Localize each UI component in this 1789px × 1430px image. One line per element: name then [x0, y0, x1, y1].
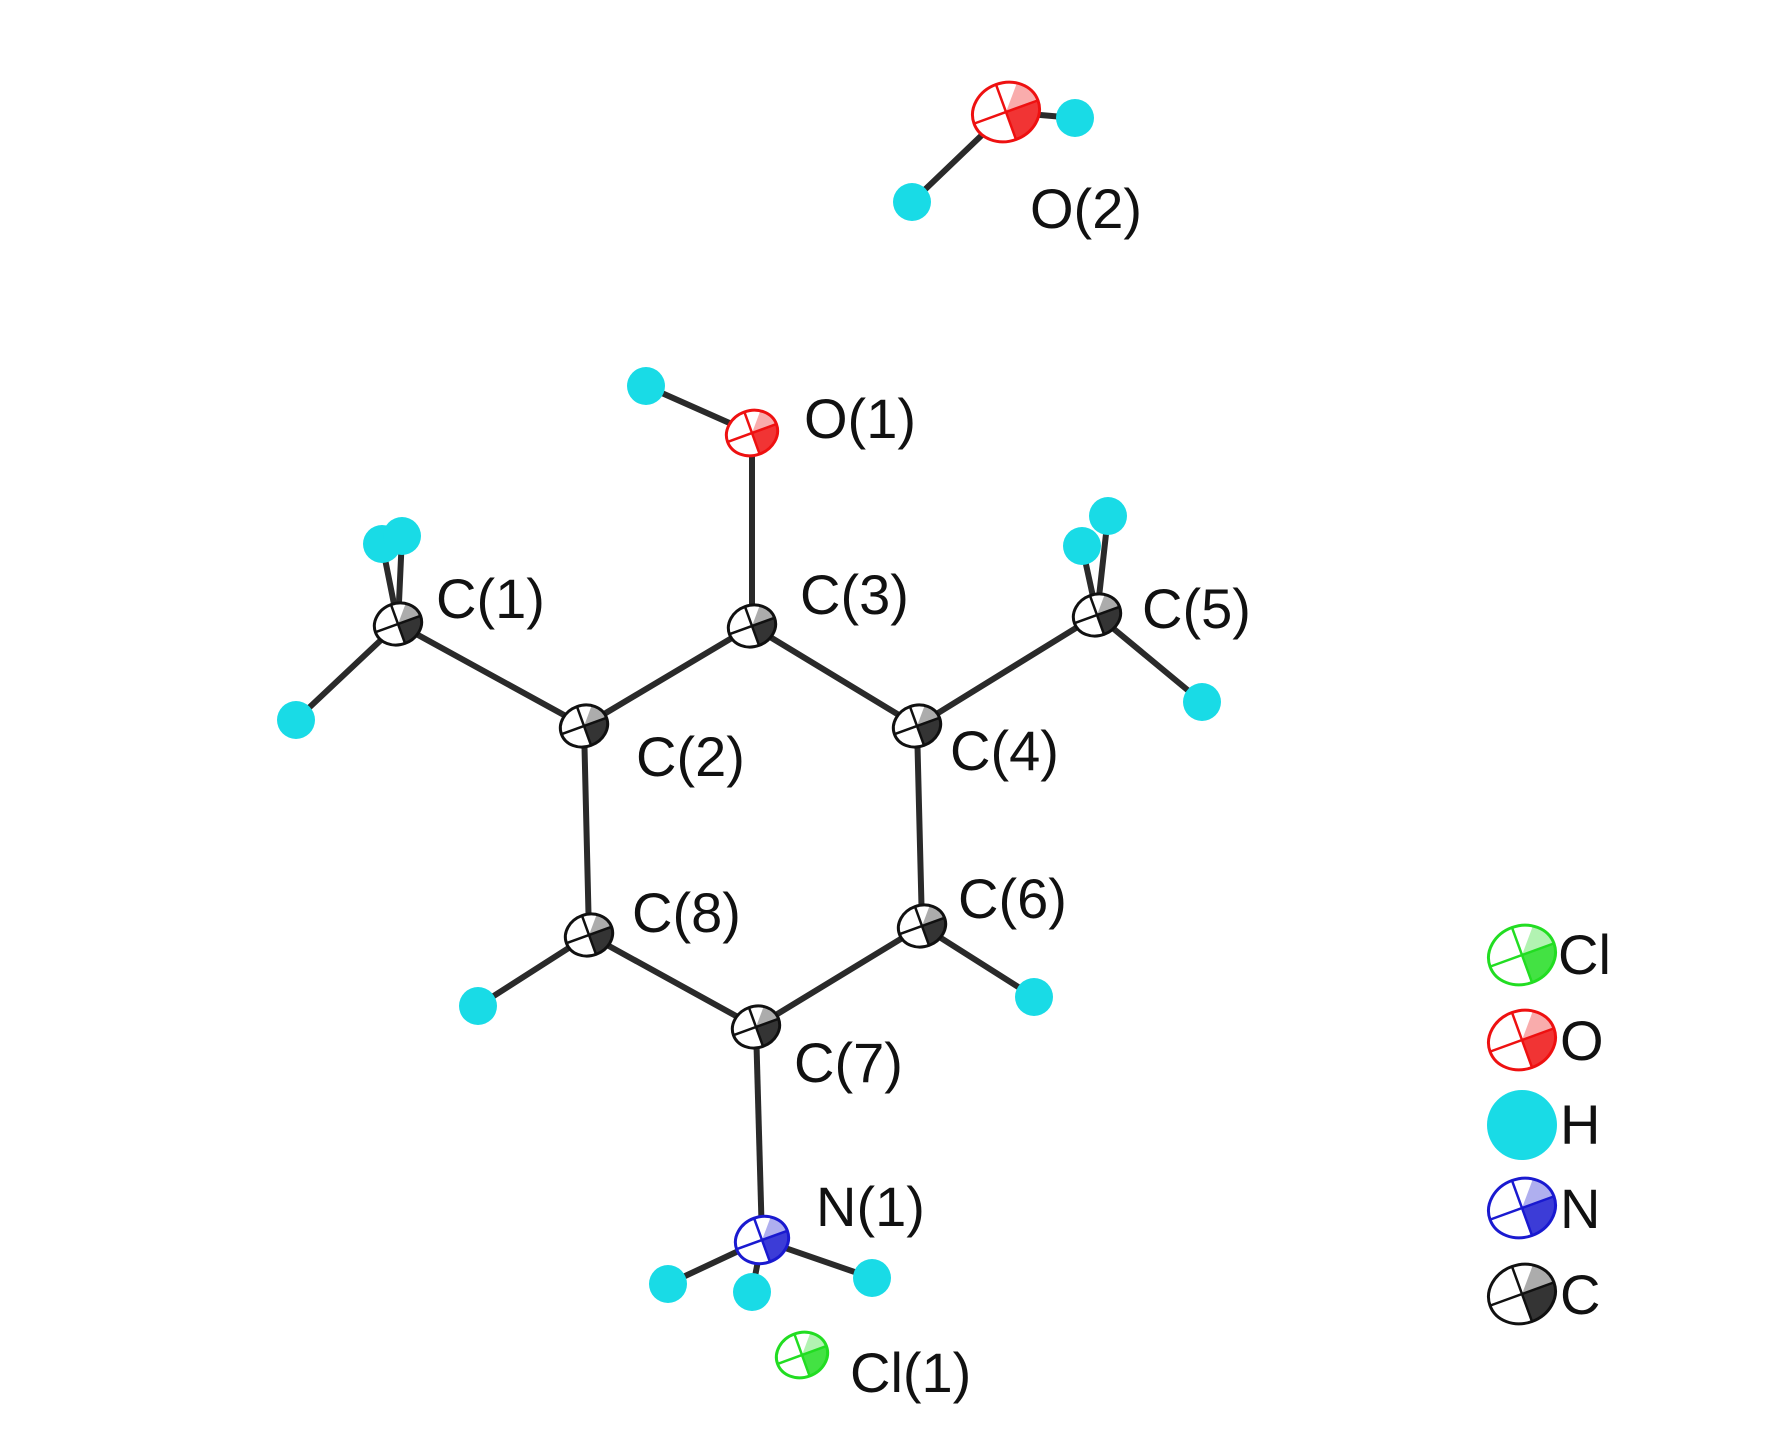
atom-n1	[733, 1214, 791, 1266]
atom-c6	[896, 903, 948, 949]
hydrogen-atom-n1b	[733, 1273, 771, 1311]
atom-label-o1: O(1)	[804, 387, 916, 450]
legend-swatch-o	[1487, 1008, 1557, 1072]
atom-label-o2: O(2)	[1030, 177, 1142, 240]
hydrogen-atom-c5a	[1063, 527, 1101, 565]
hydrogen-atom-o2b	[893, 183, 931, 221]
bond-c8-c7	[586, 932, 759, 1030]
atom-label-c3: C(3)	[800, 563, 909, 626]
atom-c2	[558, 703, 610, 749]
atom-label-c5: C(5)	[1142, 577, 1251, 640]
atom-o2	[971, 80, 1041, 144]
atom-c8	[563, 912, 615, 958]
element-legend: Cl O H N C	[1487, 923, 1611, 1326]
bond-c4-c5	[914, 612, 1100, 729]
bond-c2-c3	[581, 623, 755, 729]
atom-label-n1: N(1)	[816, 1175, 925, 1238]
legend-label-cl: Cl	[1558, 923, 1611, 986]
legend-label-h: H	[1560, 1093, 1600, 1156]
atom-cl1	[774, 1330, 830, 1380]
hydrogen-atom-n1c	[853, 1259, 891, 1297]
hydrogen-atom-c1b	[383, 517, 421, 555]
hydrogen-atom-c8	[459, 987, 497, 1025]
bonds-layer	[293, 109, 1205, 1295]
bond-c7-n1	[753, 1024, 765, 1243]
bond-c1-c2	[395, 621, 587, 729]
atoms-layer	[277, 80, 1221, 1380]
atom-label-cl1: Cl(1)	[850, 1341, 971, 1404]
hydrogen-atom-c1c	[277, 701, 315, 739]
atom-c1	[372, 601, 424, 647]
bond-c6-c4	[914, 723, 925, 929]
bond-c3-c4	[749, 623, 920, 729]
legend-label-n: N	[1560, 1177, 1600, 1240]
labels-layer: O(2) O(1) C(1) C(3) C(5) C(2) C(4) C(8) …	[436, 177, 1251, 1404]
legend-swatch-n	[1487, 1176, 1557, 1240]
hydrogen-atom-c6	[1015, 978, 1053, 1016]
atom-label-c8: C(8)	[632, 881, 741, 944]
legend-swatch-h	[1487, 1090, 1557, 1160]
legend-swatch-c	[1487, 1262, 1557, 1326]
atom-o1	[724, 408, 780, 458]
atom-label-c7: C(7)	[794, 1031, 903, 1094]
atom-c3	[726, 603, 778, 649]
legend-label-o: O	[1560, 1009, 1604, 1072]
atom-label-c4: C(4)	[950, 719, 1059, 782]
atom-label-c6: C(6)	[958, 867, 1067, 930]
bond-c7-c6	[753, 923, 925, 1030]
hydrogen-atom-c5b	[1089, 497, 1127, 535]
atom-c7	[730, 1004, 782, 1050]
hydrogen-atom-n1a	[649, 1265, 687, 1303]
atom-label-c2: C(2)	[636, 725, 745, 788]
bond-c2-c8	[581, 723, 592, 938]
hydrogen-atom-o2a	[1056, 99, 1094, 137]
atom-c5	[1071, 592, 1123, 638]
atom-c4	[891, 703, 943, 749]
legend-swatch-cl	[1487, 923, 1557, 987]
atom-label-c1: C(1)	[436, 567, 545, 630]
legend-label-c: C	[1560, 1263, 1600, 1326]
hydrogen-atom-o1	[627, 367, 665, 405]
hydrogen-atom-c5c	[1183, 683, 1221, 721]
